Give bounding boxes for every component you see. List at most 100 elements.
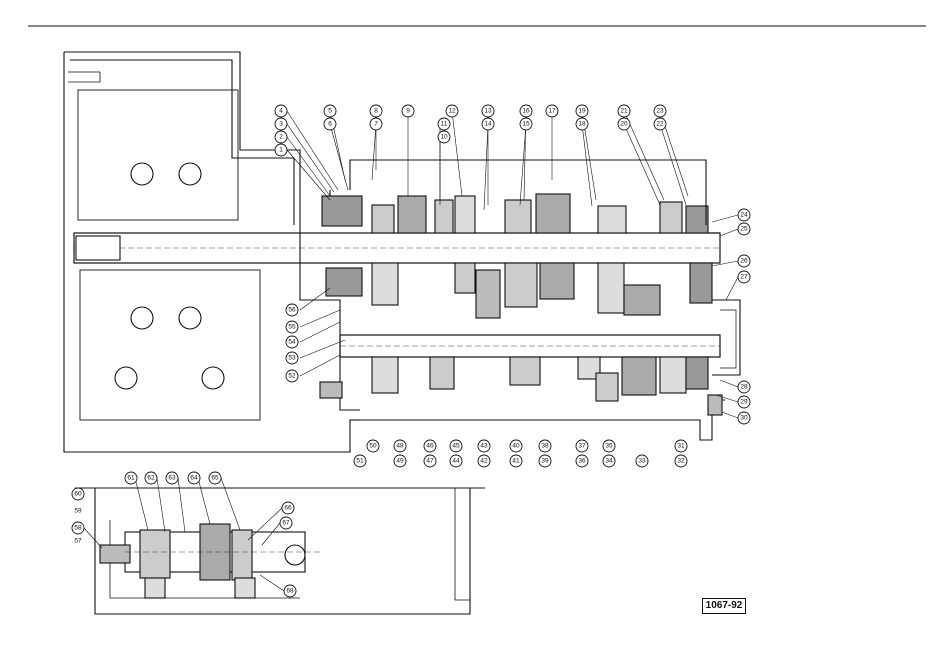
callout-63: 63 [166,472,178,484]
svg-text:8: 8 [374,108,378,115]
callout-58: 58 [72,522,84,534]
svg-text:64: 64 [190,475,198,482]
callout-33: 33 [636,455,648,467]
svg-text:10: 10 [440,134,448,141]
svg-text:33: 33 [638,458,646,465]
callout-18: 18 [576,118,588,130]
svg-text:13: 13 [484,108,492,115]
svg-text:30: 30 [740,415,748,422]
svg-text:9: 9 [406,108,410,115]
callout-50: 50 [367,440,379,452]
svg-text:20: 20 [620,121,628,128]
inset-section-drawing [75,488,485,614]
svg-text:3: 3 [279,121,283,128]
callout-29: 29 [738,396,750,408]
svg-text:31: 31 [677,443,685,450]
callout-49: 49 [394,455,406,467]
svg-text:25: 25 [740,226,748,233]
svg-text:1: 1 [279,147,283,154]
svg-text:16: 16 [522,108,530,115]
svg-text:18: 18 [578,121,586,128]
svg-text:49: 49 [396,458,404,465]
callouts-inset: 57 58 59 60 61 62 63 64 65 66 67 68 [72,472,296,597]
callout-2: 2 [275,131,287,143]
callout-1: 1 [275,144,287,156]
svg-text:24: 24 [740,212,748,219]
callout-4: 4 [275,105,287,117]
callout-3: 3 [275,118,287,130]
svg-text:61: 61 [127,475,135,482]
svg-text:26: 26 [740,258,748,265]
svg-text:27: 27 [740,274,748,281]
callout-5: 5 [324,105,336,117]
svg-text:40: 40 [512,443,520,450]
callout-60: 60 [72,488,84,500]
svg-text:60: 60 [74,491,82,498]
svg-text:36: 36 [578,458,586,465]
callout-57: 57 [74,538,82,545]
callout-30: 30 [738,412,750,424]
callout-51: 51 [354,455,366,467]
callout-22: 22 [654,118,666,130]
callout-45: 45 [450,440,462,452]
callout-65: 65 [209,472,221,484]
svg-text:28: 28 [740,384,748,391]
callout-17: 17 [546,105,558,117]
callout-10: 10 [438,131,450,143]
svg-text:4: 4 [279,108,283,115]
svg-text:48: 48 [396,443,404,450]
svg-text:6: 6 [328,121,332,128]
callout-39: 39 [539,455,551,467]
svg-text:42: 42 [480,458,488,465]
callout-40: 40 [510,440,522,452]
svg-text:12: 12 [448,108,456,115]
svg-text:59: 59 [74,508,82,515]
callout-59: 59 [74,508,82,515]
svg-text:23: 23 [656,108,664,115]
svg-text:38: 38 [541,443,549,450]
callout-37: 37 [576,440,588,452]
svg-text:54: 54 [288,339,296,346]
callout-12: 12 [446,105,458,117]
callout-61: 61 [125,472,137,484]
callout-44: 44 [450,455,462,467]
svg-text:2: 2 [279,134,283,141]
callout-46: 46 [424,440,436,452]
svg-text:56: 56 [288,307,296,314]
svg-text:47: 47 [426,458,434,465]
svg-text:45: 45 [452,443,460,450]
callout-20: 20 [618,118,630,130]
svg-text:7: 7 [374,121,378,128]
callout-56: 56 [286,304,298,316]
callout-42: 42 [478,455,490,467]
svg-text:5: 5 [328,108,332,115]
svg-text:57: 57 [74,538,82,545]
callout-55: 55 [286,321,298,333]
svg-text:39: 39 [541,458,549,465]
svg-text:37: 37 [578,443,586,450]
svg-text:67: 67 [282,520,290,527]
callout-9: 9 [402,105,414,117]
callout-43: 43 [478,440,490,452]
callout-32: 32 [675,455,687,467]
callout-11: 11 [438,118,450,130]
callout-36: 36 [576,455,588,467]
callout-27: 27 [738,271,750,283]
callout-35: 35 [603,440,615,452]
svg-text:53: 53 [288,355,296,362]
callout-54: 54 [286,336,298,348]
svg-text:58: 58 [74,525,82,532]
svg-text:32: 32 [677,458,685,465]
inset-leader-lines [84,478,284,591]
figure-reference-label: 1067-92 [702,598,746,614]
svg-text:22: 22 [656,121,664,128]
svg-text:55: 55 [288,324,296,331]
svg-text:63: 63 [168,475,176,482]
callout-38: 38 [539,440,551,452]
svg-text:65: 65 [211,475,219,482]
callout-25: 25 [738,223,750,235]
svg-text:51: 51 [356,458,364,465]
callout-53: 53 [286,352,298,364]
svg-text:14: 14 [484,121,492,128]
